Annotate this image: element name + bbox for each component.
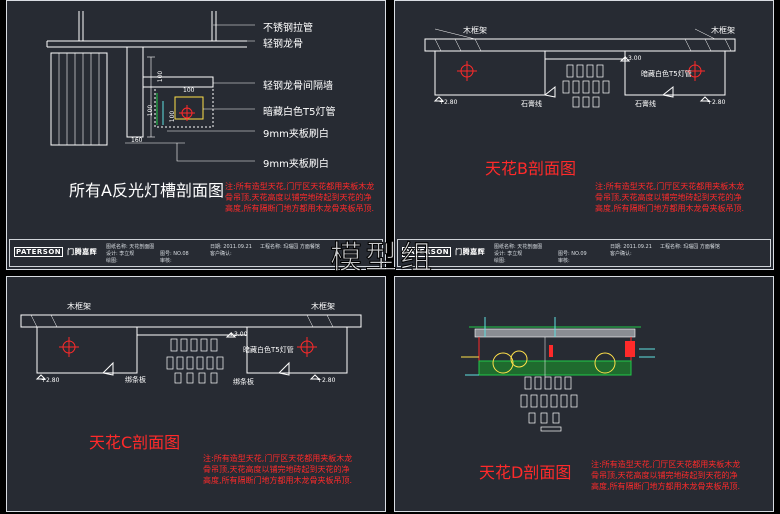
panel-d-drawing <box>461 317 655 432</box>
logo: PATERSON 门腾嘉辉 <box>14 247 98 257</box>
label-light-keel: 轻钢龙骨 <box>263 39 303 50</box>
label-gypsum-left: 石膏线 <box>521 100 542 108</box>
level-b-2: +2.80 <box>439 99 458 106</box>
level-c-2: +2.80 <box>41 377 60 384</box>
panel-c-section: 木框架 木框架 暗藏白色T5灯管 绑条板 绑条板 +3.00 +2.80 +2.… <box>6 276 386 512</box>
panel-d-note: 注:所有造型天花,门厅区天花都用夹板木龙骨吊顶,天花高度以铺完地砖起到天花的净高… <box>591 460 741 491</box>
panel-b-drawing <box>424 28 736 108</box>
label-wood-frame-right: 木框架 <box>711 26 735 35</box>
panel-c-title: 天花C剖面图 <box>89 433 181 452</box>
label-strip-left: 绑条板 <box>125 376 146 384</box>
label-strip-right: 绑条板 <box>233 378 254 386</box>
title-block-right: PATERSON 门腾嘉辉 图纸名称: 天花剖面图 设计: 李立规 绘图: 日期… <box>397 239 771 267</box>
dim-a-2: 100 <box>147 104 155 117</box>
label-partition: 轻钢龙骨间隔墙 <box>263 81 333 92</box>
dim-a-4: 100 <box>169 110 177 123</box>
logo: PATERSON 门腾嘉辉 <box>402 247 486 257</box>
level-b-3: +2.80 <box>707 99 726 106</box>
panel-b-title: 天花B剖面图 <box>485 159 576 178</box>
level-b-1: +3.00 <box>623 55 642 62</box>
panel-a-note: 注:所有造型天花,门厅区天花都用夹板木龙骨吊顶,天花高度以铺完地砖起到天花的净高… <box>225 182 375 213</box>
label-t5-light-c: 暗藏白色T5灯管 <box>243 346 294 354</box>
label-plywood-1: 9mm夹板刷白 <box>263 129 329 140</box>
label-wood-frame-left: 木框架 <box>463 26 487 35</box>
panel-b-note: 注:所有造型天花,门厅区天花都用夹板木龙骨吊顶,天花高度以铺完地砖起到天花的净高… <box>595 182 745 213</box>
dim-a-3: 100 <box>183 87 195 94</box>
watermark: 模型组 <box>329 238 436 277</box>
panel-d-section: 天花D剖面图 注:所有造型天花,门厅区天花都用夹板木龙骨吊顶,天花高度以铺完地砖… <box>394 276 774 512</box>
panel-a-reflector-section: 100 100 100 100 160 不锈钢拉管 轻钢龙骨 轻钢龙骨间隔墙 暗… <box>6 0 386 270</box>
panel-a-drawing <box>46 11 255 162</box>
level-c-1: +3.00 <box>229 331 248 338</box>
label-steel-pipe: 不锈钢拉管 <box>263 23 313 34</box>
panel-d-title: 天花D剖面图 <box>479 463 572 482</box>
panel-c-note: 注:所有造型天花,门厅区天花都用夹板木龙骨吊顶,天花高度以铺完地砖起到天花的净高… <box>203 454 353 485</box>
level-c-3: +2.80 <box>317 377 336 384</box>
label-t5-light-b: 暗藏白色T5灯管 <box>641 70 692 78</box>
label-wood-frame-right: 木框架 <box>311 302 335 311</box>
panel-c-drawing <box>20 314 362 384</box>
label-t5-light: 暗藏白色T5灯管 <box>263 107 336 118</box>
label-plywood-2: 9mm夹板刷白 <box>263 159 329 170</box>
label-wood-frame-left: 木框架 <box>67 302 91 311</box>
panel-a-title: 所有A反光灯槽剖面图 <box>69 181 224 200</box>
label-gypsum-right: 石膏线 <box>635 100 656 108</box>
panel-b-section: 木框架 木框架 暗藏白色T5灯管 石膏线 石膏线 +3.00 +2.80 +2.… <box>394 0 774 270</box>
title-block-left: PATERSON 门腾嘉辉 图纸名称: 天花剖面图 设计: 李立规 绘图: 日期… <box>9 239 383 267</box>
dim-a-5: 160 <box>131 137 143 144</box>
dim-a-1: 100 <box>157 70 165 83</box>
